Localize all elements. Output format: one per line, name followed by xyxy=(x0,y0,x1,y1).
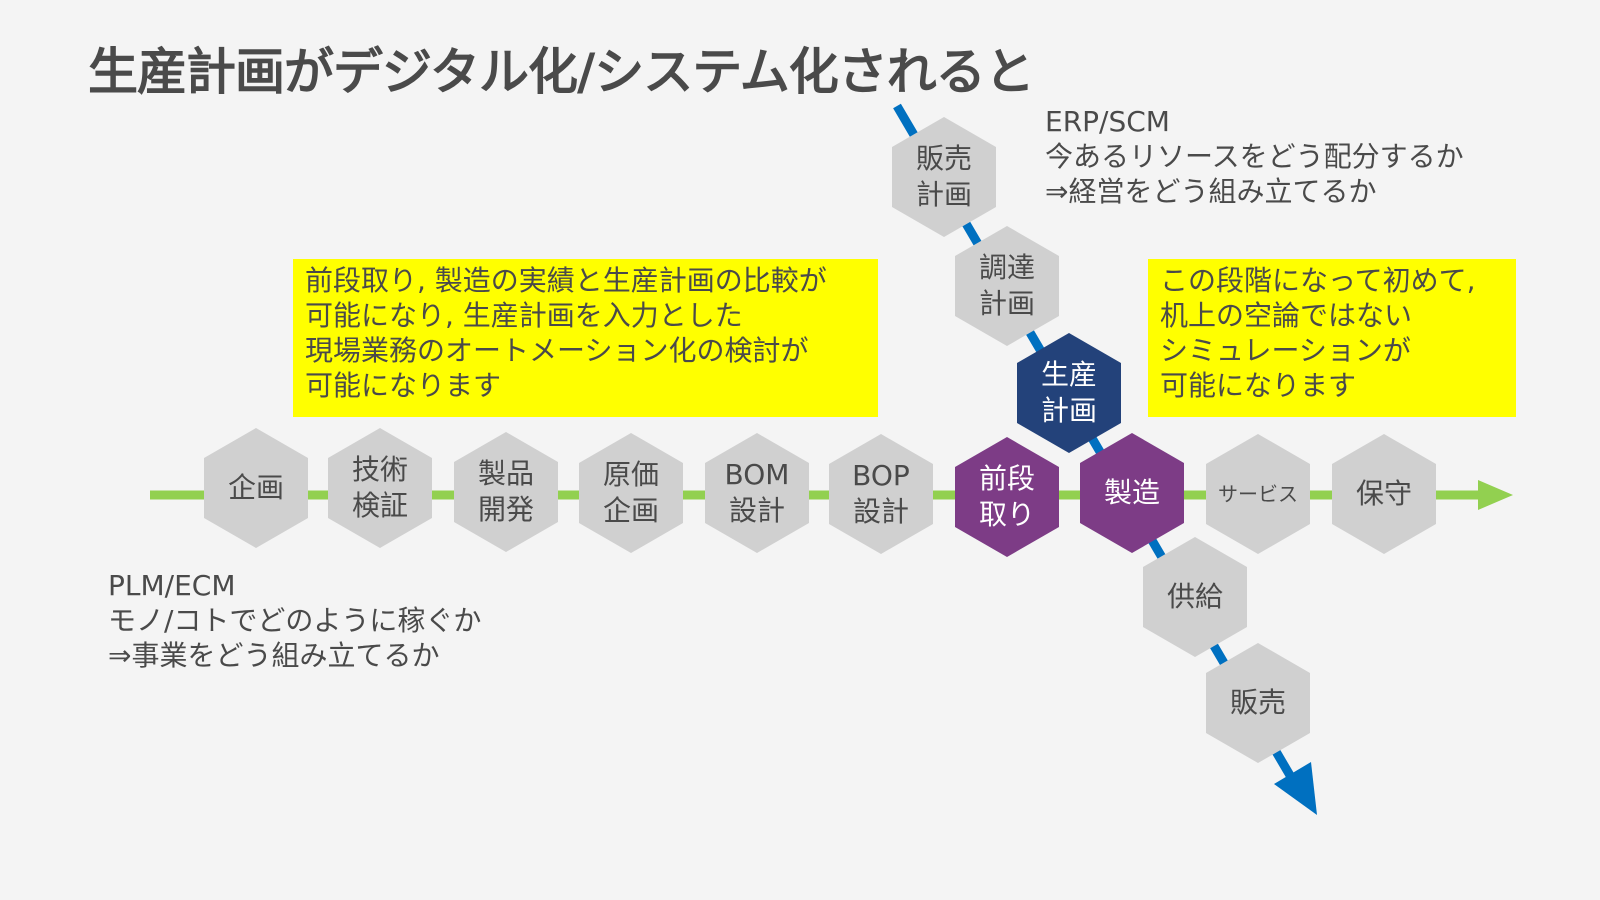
diagonal-flow-arrowhead xyxy=(1274,762,1317,815)
erp-note-line: ERP/SCM xyxy=(1045,105,1170,138)
plm-note-line: PLM/ECM xyxy=(108,569,236,602)
process-hex xyxy=(204,428,308,548)
callout-line: 可能になり, 生産計画を入力とした xyxy=(305,299,743,332)
callout-line: 現場業務のオートメーション化の検討が xyxy=(305,334,809,367)
horizontal-flow-arrowhead xyxy=(1478,480,1513,510)
process-hex xyxy=(829,434,933,554)
supply-hex xyxy=(1206,643,1310,763)
process-hex xyxy=(454,432,558,552)
yellow-callout-right: この段階になって初めて, 机上の空論ではない シミュレーションが 可能になります xyxy=(1148,259,1516,417)
process-hex xyxy=(579,433,683,553)
callout-line: この段階になって初めて, xyxy=(1160,264,1476,297)
process-hex xyxy=(328,428,432,548)
yellow-callout-left: 前段取り, 製造の実績と生産計画の比較が 可能になり, 生産計画を入力とした 現… xyxy=(293,259,878,417)
plm-note-line: モノ/コトでどのように稼ぐか xyxy=(108,604,482,637)
supply-hex xyxy=(1143,537,1247,657)
supply-hex xyxy=(1017,333,1121,453)
erp-note-line: 今あるリソースをどう配分するか xyxy=(1045,140,1464,173)
callout-line: 机上の空論ではない xyxy=(1160,299,1413,332)
supply-hex xyxy=(955,226,1059,346)
supply-hex xyxy=(892,117,996,237)
erp-note-line: ⇒経営をどう組み立てるか xyxy=(1045,175,1377,208)
erp-scm-note: ERP/SCM 今あるリソースをどう配分するか ⇒経営をどう組み立てるか xyxy=(1045,104,1464,209)
process-hex xyxy=(1080,433,1184,553)
process-hex xyxy=(955,437,1059,557)
callout-line: シミュレーションが xyxy=(1160,334,1411,367)
process-hex xyxy=(705,433,809,553)
callout-line: 可能になります xyxy=(1160,369,1357,402)
process-hex xyxy=(1206,434,1310,554)
process-hex xyxy=(1332,434,1436,554)
plm-ecm-note: PLM/ECM モノ/コトでどのように稼ぐか ⇒事業をどう組み立てるか xyxy=(108,568,481,673)
plm-note-line: ⇒事業をどう組み立てるか xyxy=(108,639,440,672)
page-title: 生産計画がデジタル化/システム化されると xyxy=(88,43,1035,101)
callout-line: 前段取り, 製造の実績と生産計画の比較が xyxy=(305,264,827,297)
callout-line: 可能になります xyxy=(305,369,502,402)
